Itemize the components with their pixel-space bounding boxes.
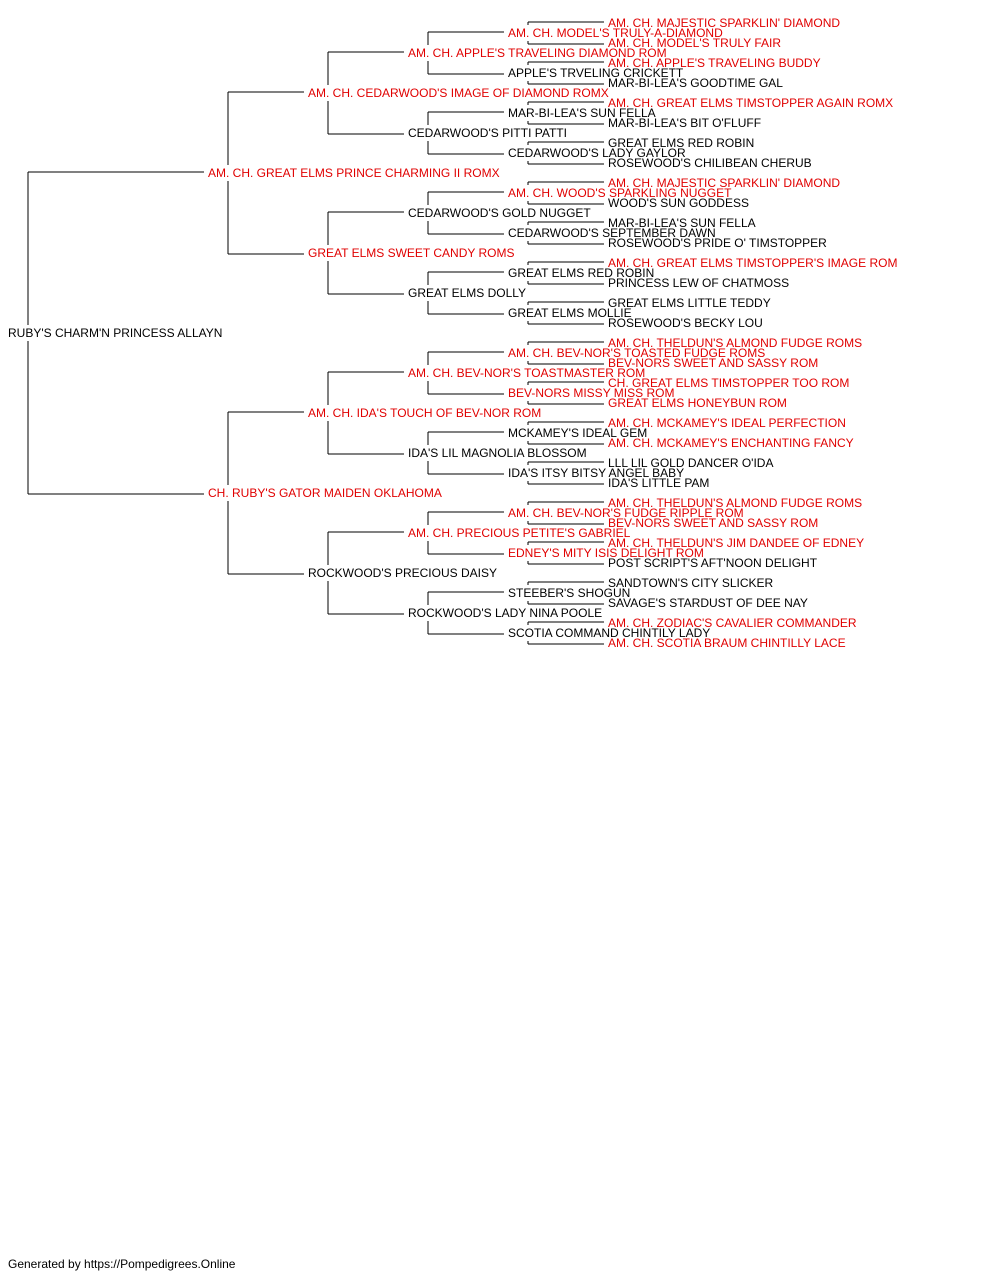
dog-name-root-d-s-s-s: AM. CH. BEV-NOR'S TOASTED FUDGE ROMS [508,346,765,360]
dog-name-root-d-d-s-s-d: BEV-NORS SWEET AND SASSY ROM [608,516,818,530]
dog-name-root-s-s-d-d-d: ROSEWOOD'S CHILIBEAN CHERUB [608,156,812,170]
dog-name-root-s-d-s-d-s: MAR-BI-LEA'S SUN FELLA [608,216,756,230]
dog-name-root-d: CH. RUBY'S GATOR MAIDEN OKLAHOMA [208,486,442,500]
dog-name-root-d-d: ROCKWOOD'S PRECIOUS DAISY [308,566,497,580]
dog-name-root-s-d-d-d: GREAT ELMS MOLLIE [508,306,632,320]
dog-name-root-d-d-s-d: EDNEY'S MITY ISIS DELIGHT ROM [508,546,704,560]
dog-name-root-s-s-d-s-d: MAR-BI-LEA'S BIT O'FLUFF [608,116,761,130]
dog-name-root-s-s-d-s-s: AM. CH. GREAT ELMS TIMSTOPPER AGAIN ROMX [608,96,893,110]
dog-name-root-d-d-d-d-s: AM. CH. ZODIAC'S CAVALIER COMMANDER [608,616,857,630]
dog-name-root-s-d-d-s-s: AM. CH. GREAT ELMS TIMSTOPPER'S IMAGE RO… [608,256,897,270]
dog-name-root-s-s-s-d-s: AM. CH. APPLE'S TRAVELING BUDDY [608,56,821,70]
dog-name-root-d-s-d-d-d: IDA'S LITTLE PAM [608,476,709,490]
dog-name-root-d-d-s: AM. CH. PRECIOUS PETITE'S GABRIEL [408,526,631,540]
dog-name-root-s-s-s-s: AM. CH. MODEL'S TRULY-A-DIAMOND [508,26,723,40]
dog-name-root-d-d-s-d-s: AM. CH. THELDUN'S JIM DANDEE OF EDNEY [608,536,864,550]
dog-name-root-s-s-d-d: CEDARWOOD'S LADY GAYLOR [508,146,686,160]
dog-name-root-s-d-s-s: AM. CH. WOOD'S SPARKLING NUGGET [508,186,732,200]
dog-name-root-d-d-s-s: AM. CH. BEV-NOR'S FUDGE RIPPLE ROM [508,506,744,520]
dog-name-root-d-s-s-d-d: GREAT ELMS HONEYBUN ROM [608,396,787,410]
dog-name-root-s-d-d-s-d: PRINCESS LEW OF CHATMOSS [608,276,789,290]
dog-name-root-d-s-s-s-d: BEV-NORS SWEET AND SASSY ROM [608,356,818,370]
dog-name-root-d-s-s-d: BEV-NORS MISSY MISS ROM [508,386,674,400]
dog-name-root-s-d: GREAT ELMS SWEET CANDY ROMS [308,246,514,260]
dog-name-root-s-d-d-s: GREAT ELMS RED ROBIN [508,266,654,280]
dog-name-root-d-d-d-s-s: SANDTOWN'S CITY SLICKER [608,576,774,590]
dog-name-root-s-s-d-s: MAR-BI-LEA'S SUN FELLA [508,106,656,120]
dog-name-root-s-d-s-d: CEDARWOOD'S SEPTEMBER DAWN [508,226,716,240]
dog-name-root-s-d-d: GREAT ELMS DOLLY [408,286,526,300]
dog-name-root-s-s-d: CEDARWOOD'S PITTI PATTI [408,126,567,140]
dog-name-root-s-s-s-d-d: MAR-BI-LEA'S GOODTIME GAL [608,76,783,90]
dog-name-root-s-d-d-d-s: GREAT ELMS LITTLE TEDDY [608,296,771,310]
dog-name-root-d-d-d: ROCKWOOD'S LADY NINA POOLE [408,606,602,620]
generated-by-footer: Generated by https://Pompedigrees.Online [8,1257,236,1271]
dog-name-root-s-s-d-d-s: GREAT ELMS RED ROBIN [608,136,754,150]
dog-name-root-d-s-s: AM. CH. BEV-NOR'S TOASTMASTER ROM [408,366,645,380]
dog-name-root-s-d-s: CEDARWOOD'S GOLD NUGGET [408,206,591,220]
dog-name-root-s-s-s-s-s: AM. CH. MAJESTIC SPARKLIN' DIAMOND [608,16,840,30]
dog-name-root-d-s-s-d-s: CH. GREAT ELMS TIMSTOPPER TOO ROM [608,376,849,390]
dog-name-root-d-s-d-s-s: AM. CH. MCKAMEY'S IDEAL PERFECTION [608,416,846,430]
dog-name-root-s-d-s-s-d: WOOD'S SUN GODDESS [608,196,749,210]
dog-name-root-s-s: AM. CH. CEDARWOOD'S IMAGE OF DIAMOND ROM… [308,86,609,100]
dog-name-root-d-s-d-s: MCKAMEY'S IDEAL GEM [508,426,647,440]
dog-name-root-d-s: AM. CH. IDA'S TOUCH OF BEV-NOR ROM [308,406,541,420]
dog-name-root-d-d-s-d-d: POST SCRIPT'S AFT'NOON DELIGHT [608,556,818,570]
dog-name-root-s-d-s-s-s: AM. CH. MAJESTIC SPARKLIN' DIAMOND [608,176,840,190]
dog-name-root-s-s-s-s-d: AM. CH. MODEL'S TRULY FAIR [608,36,781,50]
dog-name-root-s: AM. CH. GREAT ELMS PRINCE CHARMING II RO… [208,166,500,180]
dog-name-root-d-d-d-s-d: SAVAGE'S STARDUST OF DEE NAY [608,596,808,610]
dog-name-root-d-d-d-d-d: AM. CH. SCOTIA BRAUM CHINTILLY LACE [608,636,846,650]
dog-name-root-d-s-d-d: IDA'S ITSY BITSY ANGEL BABY [508,466,684,480]
dog-name-root-d-d-d-s: STEEBER'S SHOGUN [508,586,630,600]
dog-name-root-d-s-d-d-s: LLL LIL GOLD DANCER O'IDA [608,456,773,470]
dog-name-root-s-d-s-d-d: ROSEWOOD'S PRIDE O' TIMSTOPPER [608,236,827,250]
dog-name-root-s-s-s-d: APPLE'S TRVELING CRICKETT [508,66,684,80]
dog-name-root-d-d-s-s-s: AM. CH. THELDUN'S ALMOND FUDGE ROMS [608,496,862,510]
dog-name-root-d-s-s-s-s: AM. CH. THELDUN'S ALMOND FUDGE ROMS [608,336,862,350]
dog-name-root-d-s-d: IDA'S LIL MAGNOLIA BLOSSOM [408,446,587,460]
dog-name-root-s-d-d-d-d: ROSEWOOD'S BECKY LOU [608,316,763,330]
dog-name-root-d-s-d-s-d: AM. CH. MCKAMEY'S ENCHANTING FANCY [608,436,854,450]
dog-name-root-d-d-d-d: SCOTIA COMMAND CHINTILY LADY [508,626,710,640]
dog-name-root: RUBY'S CHARM'N PRINCESS ALLAYN [8,326,222,340]
dog-name-root-s-s-s: AM. CH. APPLE'S TRAVELING DIAMOND ROM [408,46,667,60]
